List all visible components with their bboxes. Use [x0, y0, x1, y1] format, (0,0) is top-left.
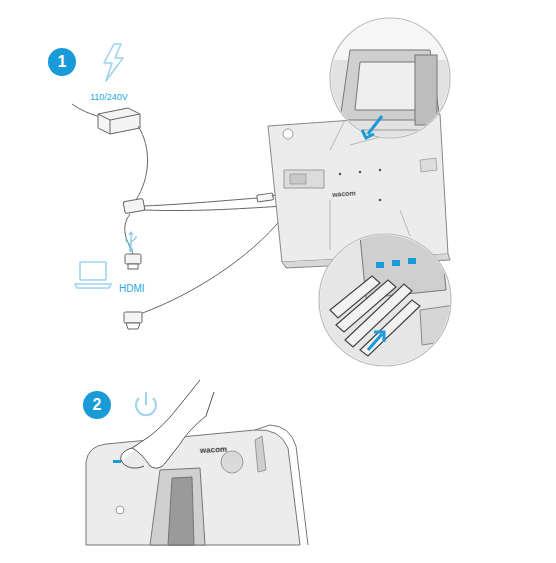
port-label: HDMI: [119, 283, 145, 294]
step-number-circle: 2: [83, 391, 111, 419]
step-number: 2: [93, 397, 102, 413]
zoom-stand: [320, 18, 460, 140]
leader-lines: [330, 120, 410, 250]
usb-symbol: [126, 232, 136, 252]
port-label: 110/240V: [90, 93, 128, 103]
step-number: 1: [58, 54, 67, 70]
zoom-ports: [319, 228, 460, 380]
power-adapter: [72, 104, 148, 214]
brand-label: wacom: [332, 189, 356, 198]
finger: [122, 462, 144, 468]
brand-label: wacom: [200, 446, 228, 456]
power-icon: [104, 44, 123, 81]
power-button-icon: [136, 392, 156, 415]
step-number-circle: 1: [48, 48, 76, 76]
tablet-power-button: [86, 425, 308, 545]
computer-icon: [75, 262, 111, 288]
